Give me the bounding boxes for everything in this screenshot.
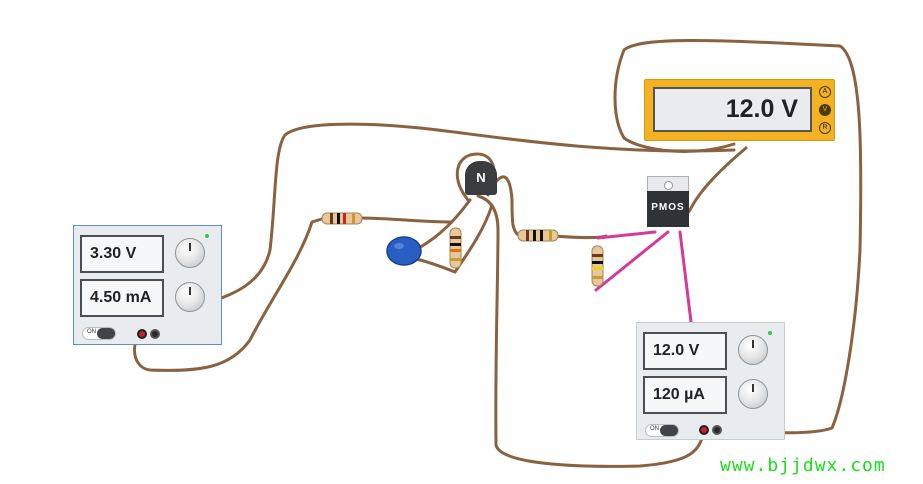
wire-npn-to-r3 bbox=[486, 175, 522, 238]
wire-r4-to-pmos bbox=[594, 230, 670, 292]
negative-terminal[interactable] bbox=[712, 425, 722, 435]
wire-gate-to-pmos bbox=[596, 230, 657, 240]
ceramic-capacitor bbox=[386, 236, 422, 266]
power-supply-right[interactable]: 12.0 V 120 µA ON bbox=[636, 322, 785, 440]
negative-terminal[interactable] bbox=[150, 329, 160, 339]
resistor-r4 bbox=[591, 245, 604, 287]
pmos-heatsink-tab bbox=[647, 176, 689, 192]
wire-npn-collector bbox=[476, 194, 706, 468]
pmos-body: PMOS bbox=[647, 191, 689, 227]
mode-ohmmeter-button[interactable]: R bbox=[819, 122, 831, 134]
resistor-r1 bbox=[321, 212, 363, 225]
power-switch[interactable]: ON bbox=[645, 424, 679, 437]
mode-ammeter-button[interactable]: A bbox=[819, 86, 831, 98]
voltage-knob[interactable] bbox=[175, 238, 205, 268]
positive-terminal[interactable] bbox=[137, 329, 147, 339]
npn-label: N bbox=[476, 170, 486, 185]
multimeter[interactable]: 12.0 V A V R bbox=[644, 79, 835, 141]
power-supply-left[interactable]: 3.30 V 4.50 mA ON bbox=[73, 225, 222, 345]
positive-terminal[interactable] bbox=[699, 425, 709, 435]
power-switch-label: ON bbox=[87, 329, 96, 335]
pmos-label: PMOS bbox=[651, 202, 685, 213]
voltage-knob[interactable] bbox=[738, 335, 768, 365]
status-led-icon bbox=[205, 234, 209, 238]
current-knob[interactable] bbox=[175, 282, 205, 312]
switch-thumb bbox=[97, 328, 115, 339]
switch-thumb bbox=[660, 425, 678, 436]
npn-transistor[interactable]: N bbox=[465, 161, 497, 195]
status-led-icon bbox=[768, 331, 772, 335]
pmos-transistor[interactable]: PMOS bbox=[647, 176, 689, 228]
watermark: www.bjjdwx.com bbox=[720, 455, 886, 476]
mode-voltmeter-button[interactable]: V bbox=[819, 104, 831, 116]
wire-resistor1-to-npn bbox=[356, 216, 454, 224]
wire-meter-to-pmos bbox=[682, 146, 748, 220]
voltage-display: 12.0 V bbox=[643, 332, 727, 370]
power-switch[interactable]: ON bbox=[82, 327, 116, 340]
multimeter-display: 12.0 V bbox=[653, 87, 812, 132]
wire-capacitor-lead2 bbox=[410, 256, 457, 274]
current-knob[interactable] bbox=[738, 379, 768, 409]
wire-multimeter-loop bbox=[613, 39, 863, 435]
power-switch-label: ON bbox=[650, 426, 659, 432]
voltage-display: 3.30 V bbox=[80, 235, 164, 273]
current-display: 4.50 mA bbox=[80, 279, 164, 317]
wire-left-supply-red bbox=[133, 216, 327, 372]
current-display: 120 µA bbox=[643, 376, 727, 414]
resistor-r3 bbox=[517, 229, 559, 242]
resistor-r2 bbox=[449, 227, 462, 269]
